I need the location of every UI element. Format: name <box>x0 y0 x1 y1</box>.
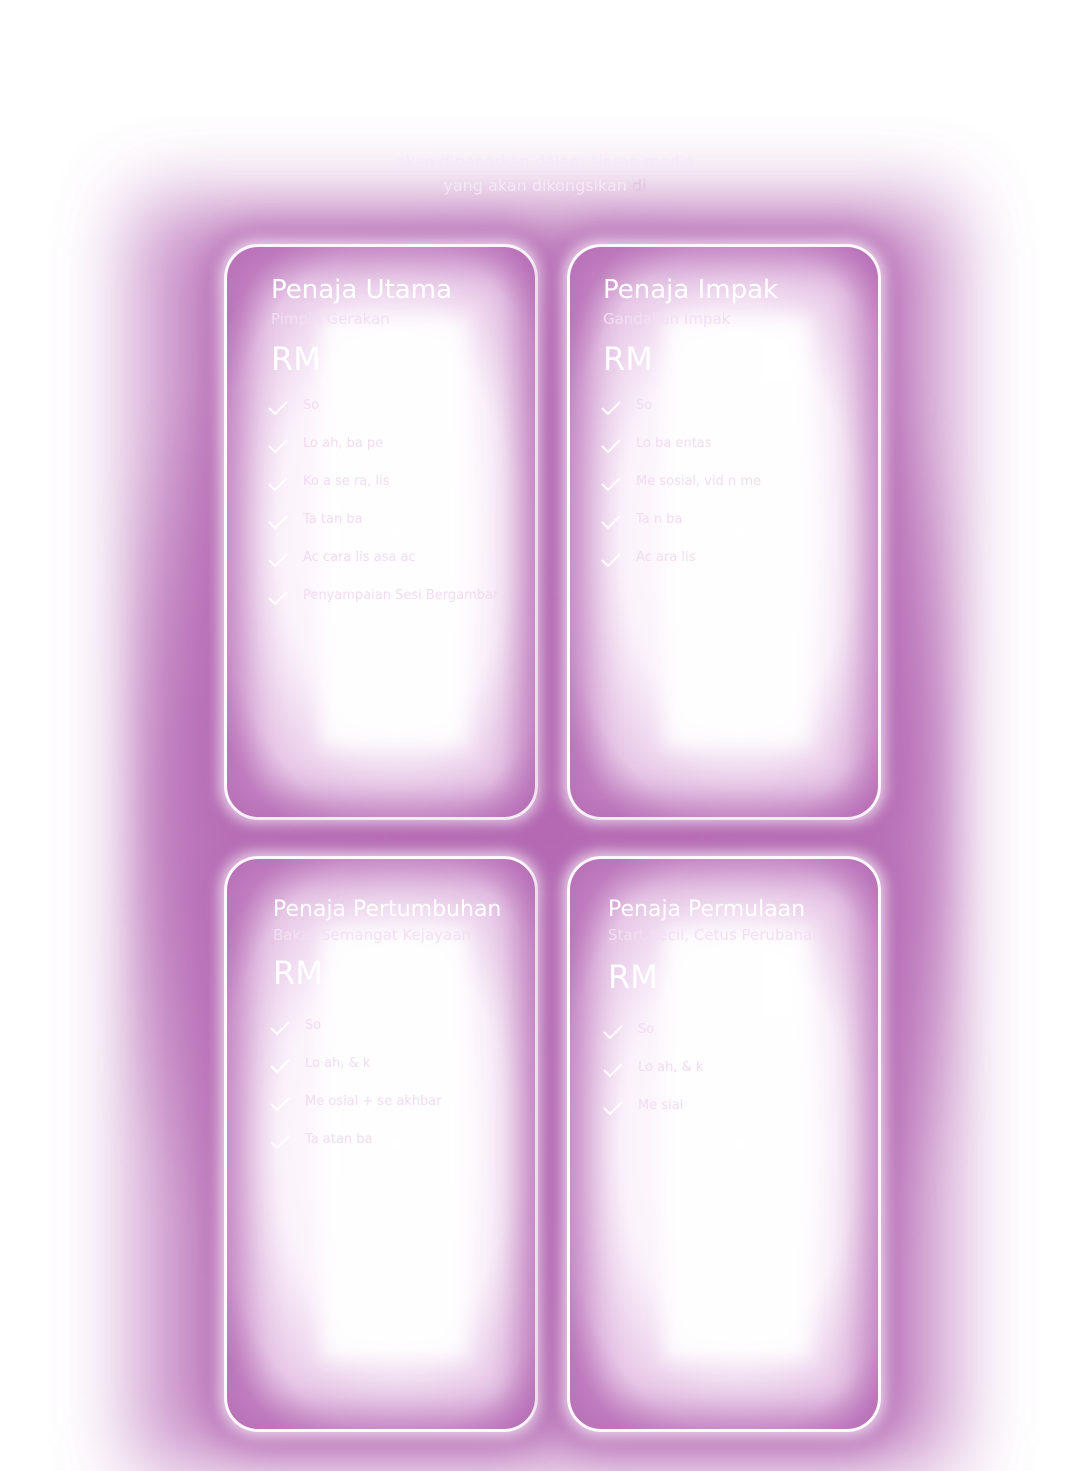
intro-line-2: yang akan dikongsikan di <box>100 174 990 198</box>
card-subtitle: Start Kecil, Cetus Perubahan <box>608 926 822 944</box>
feature-item: Me sosial, vid n me <box>600 473 850 493</box>
feature-text: So <box>636 398 653 413</box>
card-highlight <box>665 317 810 747</box>
feature-text: Ta n ba <box>636 512 683 527</box>
card-price: RM <box>608 958 658 996</box>
feature-text: Ac cara lis asa ac <box>303 550 416 565</box>
check-icon <box>269 1133 291 1151</box>
feature-text: Me osial + se akhbar <box>305 1094 442 1109</box>
check-icon <box>602 1061 624 1079</box>
intro-line-1-text: akan dipaparkan dalam siaran media <box>396 152 694 171</box>
feature-text: Ko a se ra, lis <box>303 474 390 489</box>
feature-text: Lo ah, & k <box>305 1056 371 1071</box>
feature-item: Ac cara lis asa ac <box>267 549 517 569</box>
card-price: RM <box>273 954 323 992</box>
feature-text: Ac ara lis <box>636 550 696 565</box>
sponsor-card-penaja-impak[interactable]: Penaja Impak Gandakan Impak RM So Lo ba … <box>567 244 881 820</box>
feature-text: Lo ah, ba pe <box>303 436 384 451</box>
sponsor-card-penaja-pertumbuhan[interactable]: Penaja Pertumbuhan Bakar Semangat Kejaya… <box>224 856 538 1432</box>
feature-list: So Lo ba entas Me sosial, vid n me Ta n … <box>600 397 850 587</box>
card-subtitle: Gandakan Impak <box>603 310 731 328</box>
check-icon <box>602 1099 624 1117</box>
feature-text: Lo ah, & k <box>638 1060 704 1075</box>
card-highlight <box>322 929 467 1359</box>
check-icon <box>600 513 622 531</box>
intro-line-2-text: yang akan dikongsikan <box>443 176 627 195</box>
feature-item: Me osial + se akhbar <box>269 1093 519 1113</box>
sponsor-card-penaja-utama[interactable]: Penaja Utama Pimpin Gerakan RM So Lo ah,… <box>224 244 538 820</box>
card-title: Penaja Permulaan <box>608 897 806 922</box>
feature-item: Ta tan ba <box>267 511 517 531</box>
feature-list: So Lo ah, & k Me osial + se akhbar Ta at… <box>269 1017 519 1169</box>
feature-item: Me sial <box>602 1097 852 1117</box>
check-icon <box>269 1019 291 1037</box>
feature-item: Penyampaian Sesi Bergambar <box>267 587 517 607</box>
feature-item: Ac ara lis <box>600 549 850 569</box>
check-icon <box>267 551 289 569</box>
feature-item: Lo ba entas <box>600 435 850 455</box>
sponsor-card-penaja-permulaan[interactable]: Penaja Permulaan Start Kecil, Cetus Peru… <box>567 856 881 1432</box>
check-icon <box>267 475 289 493</box>
check-icon <box>600 399 622 417</box>
card-title: Penaja Pertumbuhan <box>273 897 502 922</box>
intro-line-2-text-b: di <box>632 176 647 195</box>
feature-text: Me sosial, vid n me <box>636 474 762 489</box>
check-icon <box>600 437 622 455</box>
check-icon <box>600 475 622 493</box>
feature-item: Ta atan ba <box>269 1131 519 1151</box>
card-title: Penaja Utama <box>271 275 452 305</box>
check-icon <box>269 1057 291 1075</box>
feature-item: Lo ah, & k <box>602 1059 852 1079</box>
feature-item: Ko a se ra, lis <box>267 473 517 493</box>
card-highlight <box>322 317 467 747</box>
card-price: RM <box>603 340 653 378</box>
feature-item: So <box>269 1017 519 1037</box>
feature-item: Lo ah, ba pe <box>267 435 517 455</box>
feature-text: So <box>303 398 320 413</box>
card-title: Penaja Impak <box>603 275 779 305</box>
card-subtitle: Pimpin Gerakan <box>271 310 390 328</box>
feature-text: So <box>638 1022 655 1037</box>
feature-list: So Lo ah, ba pe Ko a se ra, lis Ta tan b… <box>267 397 517 625</box>
feature-list: So Lo ah, & k Me sial <box>602 1021 852 1135</box>
card-price: RM <box>271 340 321 378</box>
card-highlight <box>665 929 810 1359</box>
feature-text: Ta tan ba <box>303 512 363 527</box>
feature-item: So <box>267 397 517 417</box>
feature-text: Lo ba entas <box>636 436 712 451</box>
feature-text: So <box>305 1018 322 1033</box>
feature-item: So <box>600 397 850 417</box>
check-icon <box>269 1095 291 1113</box>
feature-item: Lo ah, & k <box>269 1055 519 1075</box>
check-icon <box>267 589 289 607</box>
card-subtitle: Bakar Semangat Kejayaan <box>273 926 471 944</box>
check-icon <box>267 399 289 417</box>
feature-item: So <box>602 1021 852 1041</box>
check-icon <box>267 513 289 531</box>
check-icon <box>602 1023 624 1041</box>
feature-item: Ta n ba <box>600 511 850 531</box>
check-icon <box>600 551 622 569</box>
check-icon <box>267 437 289 455</box>
intro-text: akan dipaparkan dalam siaran media yang … <box>100 150 990 198</box>
feature-text: Ta atan ba <box>305 1132 373 1147</box>
intro-line-1: akan dipaparkan dalam siaran media <box>100 150 990 174</box>
feature-text: Me sial <box>638 1098 684 1113</box>
feature-text: Penyampaian Sesi Bergambar <box>303 588 499 603</box>
